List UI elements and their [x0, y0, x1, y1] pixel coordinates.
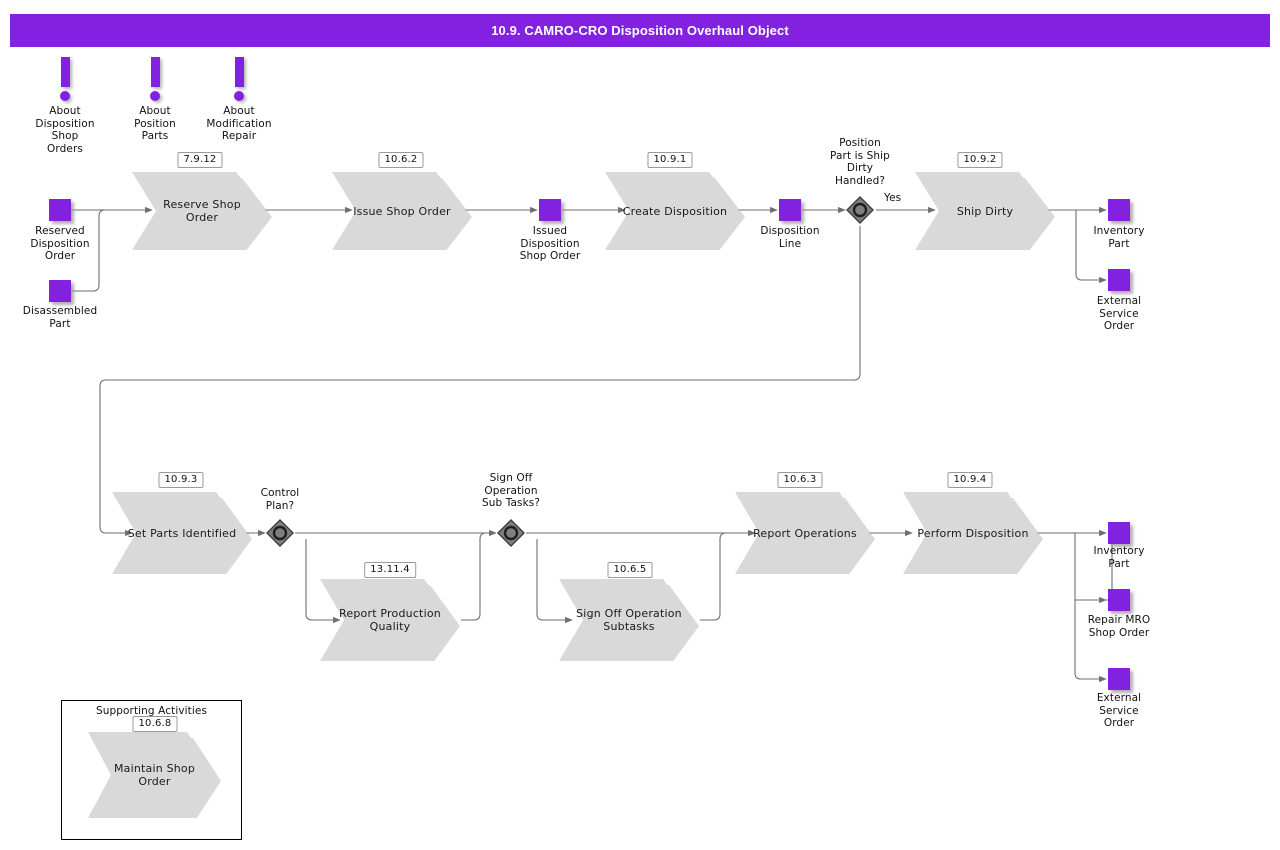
- activity-issue-shop-order[interactable]: Issue Shop Order: [332, 172, 472, 250]
- activity-maintain-shop-order[interactable]: Maintain Shop Order: [88, 732, 221, 818]
- exclamation-dot-icon: [60, 91, 70, 101]
- data-object-inventory-part-bottom[interactable]: [1108, 522, 1130, 544]
- activity-label: Create Disposition: [622, 204, 728, 218]
- activity-label: Sign Off Operation Subtasks: [576, 607, 682, 633]
- activity-set-parts-identified[interactable]: Set Parts Identified: [112, 492, 252, 574]
- annotation-about-modification-repair: About Modification Repair: [189, 57, 289, 143]
- activity-tag-set-parts-identified: 10.9.3: [158, 472, 204, 488]
- activity-sign-off-operation-subtasks[interactable]: Sign Off Operation Subtasks: [559, 579, 699, 661]
- activity-label: Issue Shop Order: [353, 204, 451, 218]
- activity-perform-disposition[interactable]: Perform Disposition: [903, 492, 1043, 574]
- activity-create-disposition[interactable]: Create Disposition: [605, 172, 745, 250]
- data-object-label: Inventory Part: [1093, 545, 1145, 570]
- activity-tag-issue-shop-order: 10.6.2: [378, 152, 424, 168]
- activity-label: Reserve Shop Order: [163, 198, 241, 224]
- data-object-disassembled-part[interactable]: [49, 280, 71, 302]
- data-object-issued-disposition-shop-order[interactable]: [539, 199, 561, 221]
- page-title: 10.9. CAMRO-CRO Disposition Overhaul Obj…: [10, 14, 1270, 47]
- exclamation-icon: [60, 57, 70, 87]
- activity-report-production-quality[interactable]: Report Production Quality: [320, 579, 460, 661]
- data-object-label: Repair MRO Shop Order: [1087, 614, 1151, 639]
- exclamation-dot-icon: [150, 91, 160, 101]
- gateway-sign-off-operation-sub-tasks[interactable]: [496, 518, 526, 548]
- exclamation-icon: [150, 57, 160, 87]
- data-object-label: Issued Disposition Shop Order: [519, 225, 581, 262]
- data-object-external-service-order-bottom[interactable]: [1108, 668, 1130, 690]
- gateway-label-sign-off-operation-sub-tasks: Sign Off Operation Sub Tasks?: [481, 472, 541, 509]
- activity-label: Report Production Quality: [339, 607, 441, 633]
- data-object-inventory-part-top[interactable]: [1108, 199, 1130, 221]
- activity-reserve-shop-order[interactable]: Reserve Shop Order: [132, 172, 272, 250]
- annotation-label: About Position Parts: [134, 105, 176, 142]
- gateway-position-part-is-ship-dirty-handled[interactable]: [845, 195, 875, 225]
- activity-label: Report Operations: [753, 526, 857, 540]
- exclamation-dot-icon: [234, 91, 244, 101]
- gateway-control-plan[interactable]: [265, 518, 295, 548]
- data-object-repair-mro-shop-order[interactable]: [1108, 589, 1130, 611]
- data-object-label: Inventory Part: [1093, 225, 1145, 250]
- activity-tag-report-operations: 10.6.3: [777, 472, 823, 488]
- activity-ship-dirty[interactable]: Ship Dirty: [915, 172, 1055, 250]
- data-object-disposition-line[interactable]: [779, 199, 801, 221]
- data-object-label: Disposition Line: [760, 225, 820, 250]
- activity-label: Perform Disposition: [917, 526, 1029, 540]
- annotation-about-disposition-shop-orders: About Disposition Shop Orders: [17, 57, 113, 155]
- data-object-label: Disassembled Part: [22, 305, 98, 330]
- annotation-label: About Disposition Shop Orders: [35, 105, 95, 155]
- gateway-label-control-plan: Control Plan?: [260, 487, 300, 512]
- activity-label: Ship Dirty: [956, 204, 1014, 218]
- activity-tag-maintain-shop-order: 10.6.8: [132, 716, 178, 732]
- group-title: Supporting Activities: [95, 705, 208, 717]
- gateway-label-position-part-is-ship-dirty-handled: Position Part is Ship Dirty Handled?: [830, 137, 890, 187]
- activity-tag-perform-disposition: 10.9.4: [947, 472, 993, 488]
- annotation-label: About Modification Repair: [206, 105, 272, 142]
- activity-tag-create-disposition: 10.9.1: [647, 152, 693, 168]
- activity-report-operations[interactable]: Report Operations: [735, 492, 875, 574]
- activity-tag-report-production-quality: 13.11.4: [364, 562, 416, 578]
- activity-tag-sign-off-operation-subtasks: 10.6.5: [607, 562, 653, 578]
- activity-label: Set Parts Identified: [127, 526, 237, 540]
- exclamation-icon: [234, 57, 244, 87]
- data-object-label: External Service Order: [1096, 692, 1142, 729]
- flow-label-yes: Yes: [884, 192, 902, 204]
- flow-report-quality-to-signoff-gateway: [461, 532, 496, 621]
- activity-tag-reserve-shop-order: 7.9.12: [177, 152, 223, 168]
- activity-label: Maintain Shop Order: [113, 762, 196, 788]
- annotation-about-position-parts: About Position Parts: [115, 57, 195, 143]
- data-object-label: External Service Order: [1096, 295, 1142, 332]
- data-object-external-service-order-top[interactable]: [1108, 269, 1130, 291]
- activity-tag-ship-dirty: 10.9.2: [957, 152, 1003, 168]
- data-object-label: Reserved Disposition Order: [30, 225, 90, 262]
- data-object-reserved-disposition-order[interactable]: [49, 199, 71, 221]
